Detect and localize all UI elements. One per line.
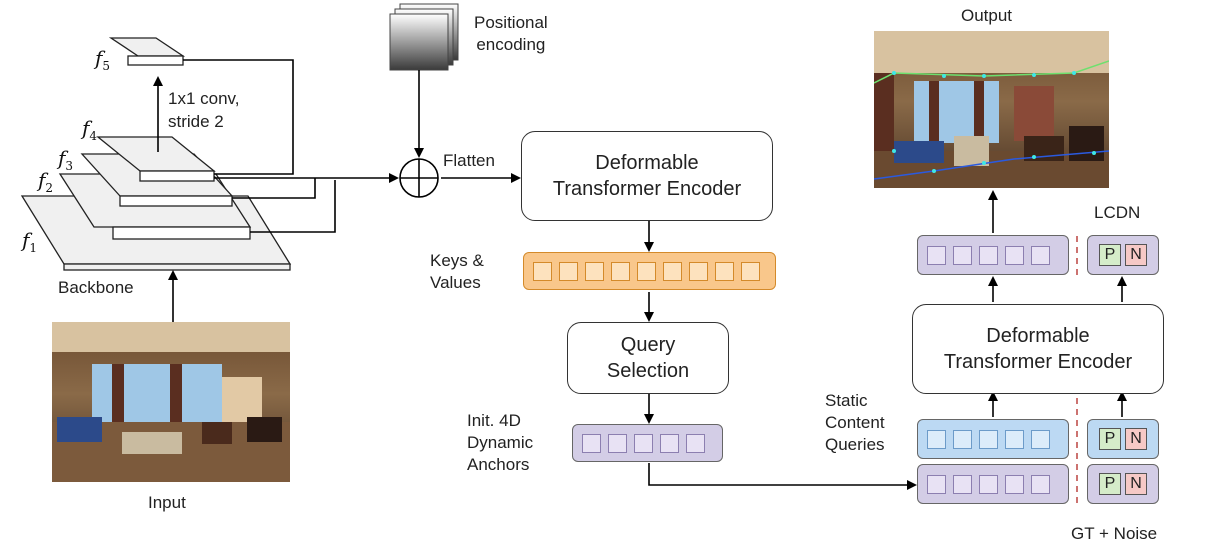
conv-label: 1x1 conv, stride 2 <box>168 89 240 131</box>
static-content-query-tokens <box>917 419 1069 459</box>
output-label: Output <box>961 6 1013 25</box>
anchor-input-tokens <box>917 464 1069 504</box>
label-f5: f5 <box>95 46 111 73</box>
input-label: Input <box>148 493 186 512</box>
decoder-output-tokens <box>917 235 1069 275</box>
lcdn-label: LCDN <box>1094 203 1141 222</box>
label-f3: f3 <box>58 146 74 173</box>
encoder-box: Deformable Transformer Encoder <box>521 131 773 221</box>
keys-values-label: Keys & Values <box>430 251 484 293</box>
backbone-stack <box>20 37 292 271</box>
feature-f5-edge <box>127 55 184 66</box>
keys-values-tokens <box>523 252 776 290</box>
init-anchors-label: Init. 4D Dynamic Anchors <box>467 411 534 475</box>
feature-f2-edge <box>112 226 251 240</box>
feature-f3-edge <box>119 195 233 207</box>
static-queries-label: Static Content Queries <box>825 391 885 455</box>
connectors <box>153 59 1127 490</box>
backbone-label: Backbone <box>58 278 134 297</box>
decoder-box: Deformable Transformer Encoder <box>912 304 1164 394</box>
feature-f5 <box>108 37 186 57</box>
label-f2: f2 <box>38 168 54 195</box>
query-selection-box: Query Selection <box>567 322 729 394</box>
positional-encoding-stack <box>389 3 459 71</box>
feature-f4-edge <box>139 170 215 182</box>
anchor-tokens <box>572 424 723 462</box>
label-f1: f1 <box>22 228 38 255</box>
feature-f1-edge <box>63 263 291 271</box>
label-f4: f4 <box>82 116 98 143</box>
sum-node <box>399 158 439 198</box>
output-image <box>874 31 1109 188</box>
gt-noise-label: GT + Noise <box>1071 524 1158 543</box>
flatten-label: Flatten <box>443 151 495 170</box>
positional-encoding-label: Positional encoding <box>474 13 548 55</box>
input-image <box>52 322 290 482</box>
